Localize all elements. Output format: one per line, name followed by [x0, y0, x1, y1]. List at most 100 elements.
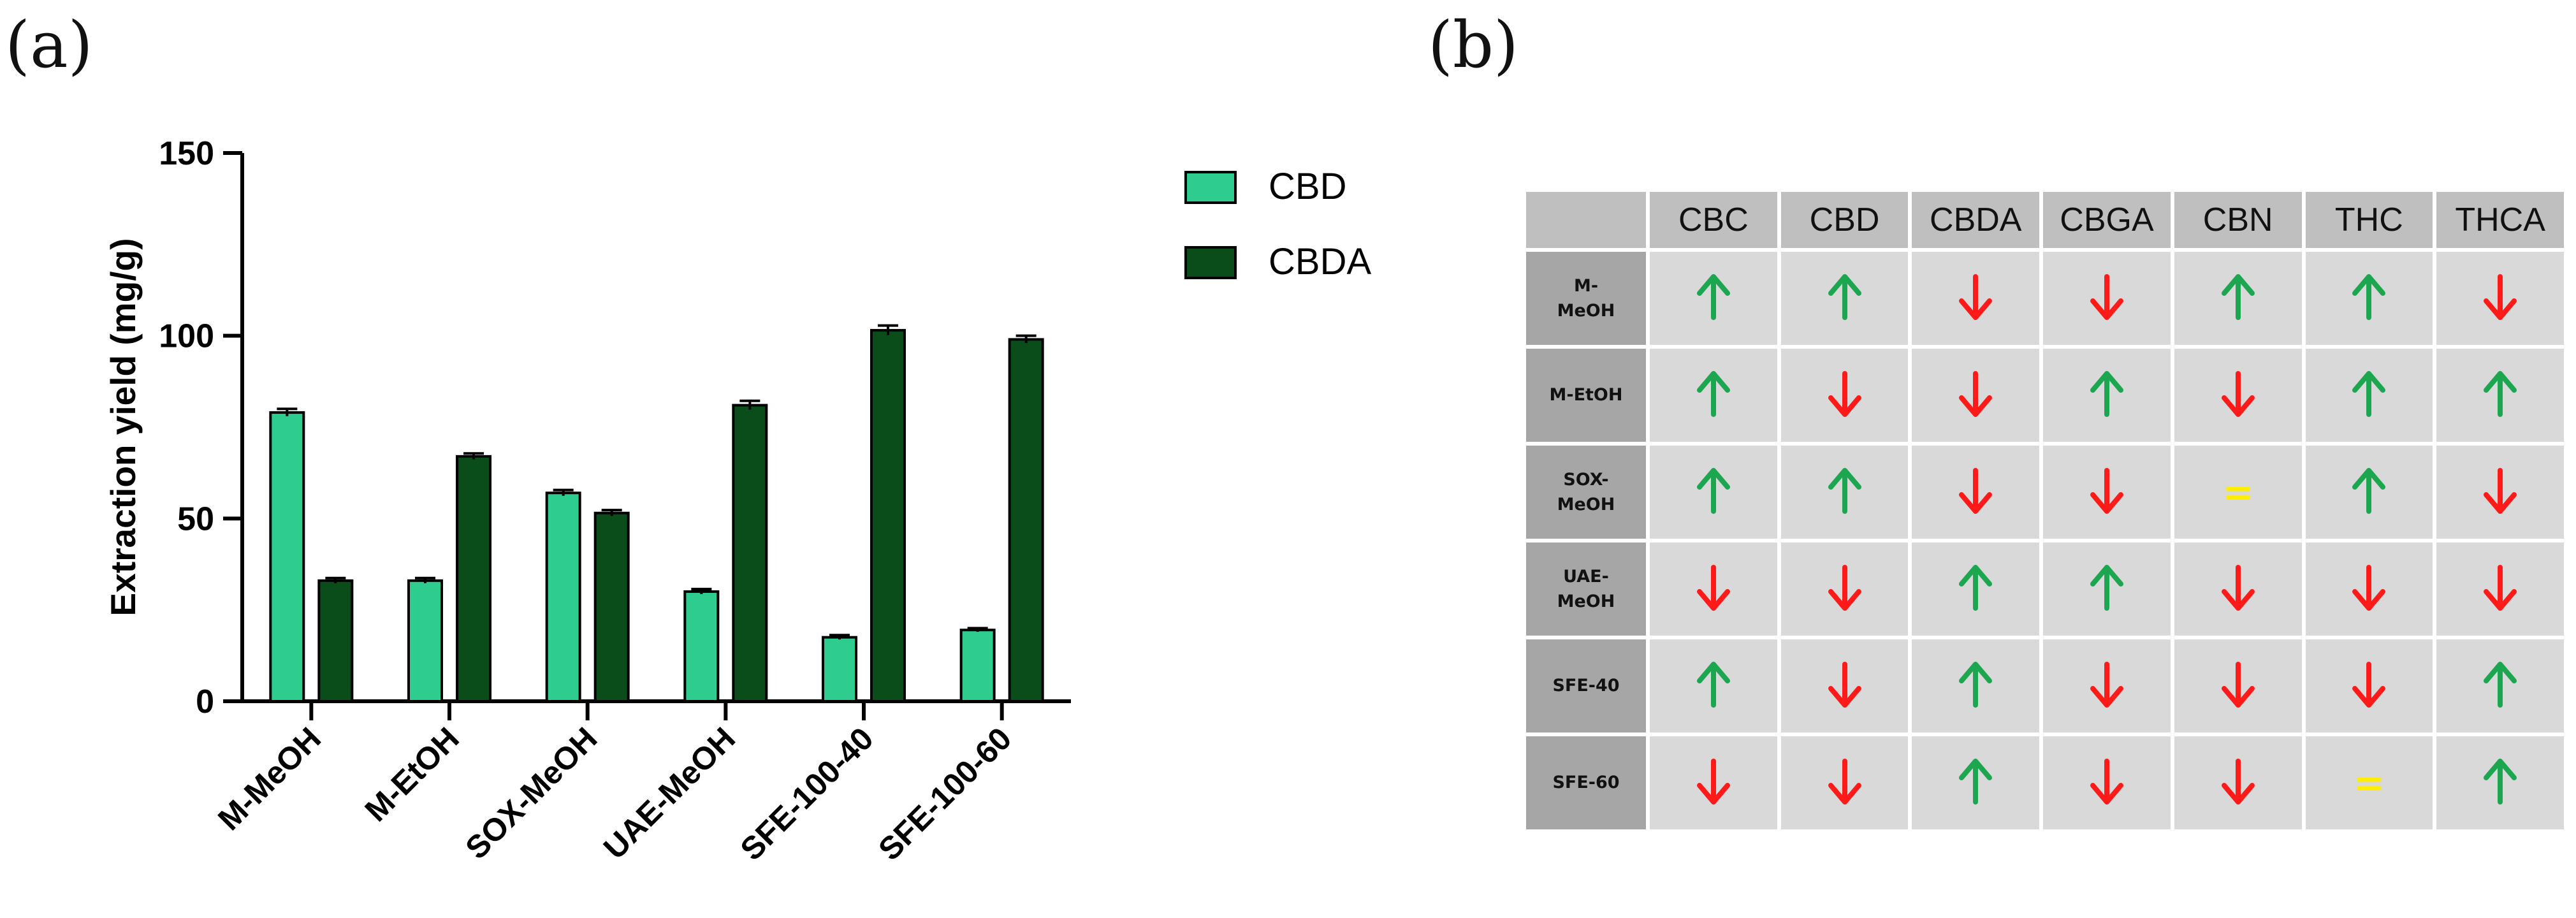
row-header-line: SFE-40	[1552, 676, 1620, 696]
table-cell	[2043, 543, 2171, 636]
y-tick-label: 0	[196, 683, 214, 720]
table-cell	[1780, 736, 1909, 829]
table-cell	[2436, 446, 2564, 539]
bar-cbda	[593, 511, 630, 703]
up-arrow-icon	[2350, 368, 2388, 419]
column-header-cbda: CBDA	[1912, 192, 2040, 248]
table-row: M-MeOH	[1526, 252, 2564, 345]
up-arrow-icon	[2088, 562, 2126, 613]
table-cell	[2436, 349, 2564, 442]
up-arrow-icon	[1694, 465, 1733, 516]
down-arrow-icon	[2219, 368, 2257, 419]
legend-swatch-cbd	[1184, 171, 1237, 204]
x-tick-label: SFE-100-60	[871, 720, 1018, 867]
table-cell	[2305, 543, 2433, 636]
table-cell	[1780, 252, 1909, 345]
table-cell	[2043, 252, 2171, 345]
row-header-line: SOX-	[1563, 469, 1609, 490]
down-arrow-icon	[2088, 465, 2126, 516]
row-header-line: UAE-	[1563, 566, 1609, 586]
row-header: SFE-60	[1526, 736, 1646, 829]
table-cell	[2174, 543, 2302, 636]
bar-cbd	[407, 579, 443, 703]
table-cell	[2043, 736, 2171, 829]
table-cell	[1650, 736, 1777, 829]
down-arrow-icon	[1694, 562, 1733, 613]
table-cell	[1912, 349, 2040, 442]
down-arrow-icon	[2219, 562, 2257, 613]
up-arrow-icon	[2481, 659, 2519, 710]
table-cell	[2436, 639, 2564, 732]
table-cell	[1780, 349, 1909, 442]
down-arrow-icon	[1826, 368, 1864, 419]
table-row: SFE-60=	[1526, 736, 2564, 829]
table-cell	[1650, 446, 1777, 539]
table-cell	[2436, 736, 2564, 829]
table-cell	[2305, 252, 2433, 345]
row-header: M-MeOH	[1526, 252, 1646, 345]
table-cell	[2305, 446, 2433, 539]
table-cell	[1912, 639, 2040, 732]
up-arrow-icon	[2350, 465, 2388, 516]
table-row: SFE-40	[1526, 639, 2564, 732]
row-header: SOX-MeOH	[1526, 446, 1646, 539]
table-cell	[2174, 349, 2302, 442]
y-tick-label: 100	[159, 318, 214, 355]
up-arrow-icon	[2088, 368, 2126, 419]
table-cell	[1650, 349, 1777, 442]
down-arrow-icon	[2350, 659, 2388, 710]
down-arrow-icon	[1956, 465, 1995, 516]
table-cell	[2043, 446, 2171, 539]
y-tick-label: 50	[177, 500, 214, 537]
table-row: SOX-MeOH =	[1526, 446, 2564, 539]
row-header-line: M-EtOH	[1549, 385, 1623, 405]
up-arrow-icon	[1826, 465, 1864, 516]
table-cell	[1912, 446, 2040, 539]
table-cell	[1780, 446, 1909, 539]
bar-cbd	[683, 590, 720, 703]
x-tick-label: UAE-MeOH	[597, 720, 742, 866]
row-header: UAE-MeOH	[1526, 543, 1646, 636]
column-header-thc: THC	[2305, 192, 2433, 248]
y-tick-label: 150	[159, 135, 214, 172]
legend-swatch-cbda	[1184, 246, 1237, 279]
panel-b-label: (b)	[1428, 8, 1519, 82]
table-row: UAE-MeOH	[1526, 543, 2564, 636]
table-cell	[1912, 252, 2040, 345]
down-arrow-icon	[1956, 272, 1995, 323]
table-cell	[2436, 543, 2564, 636]
down-arrow-icon	[2219, 659, 2257, 710]
column-header-cbga: CBGA	[2043, 192, 2171, 248]
down-arrow-icon	[2219, 756, 2257, 807]
down-arrow-icon	[1826, 756, 1864, 807]
up-arrow-icon	[1694, 368, 1733, 419]
down-arrow-icon	[1694, 756, 1733, 807]
table-cell	[2174, 252, 2302, 345]
up-arrow-icon	[1956, 659, 1995, 710]
legend-label-cbd: CBD	[1269, 166, 1346, 207]
bar-cbda	[732, 404, 768, 703]
x-tick-label: M-MeOH	[211, 720, 328, 837]
down-arrow-icon	[2481, 562, 2519, 613]
x-tick-label: SFE-100-40	[734, 720, 880, 867]
table-corner-cell	[1526, 192, 1646, 248]
down-arrow-icon	[2481, 465, 2519, 516]
table-cell	[1912, 736, 2040, 829]
down-arrow-icon	[2088, 272, 2126, 323]
column-header-cbd: CBD	[1780, 192, 1909, 248]
table-cell: =	[2174, 446, 2302, 539]
row-header-line: MeOH	[1557, 301, 1615, 321]
down-arrow-icon	[2350, 562, 2388, 613]
column-header-cbn: CBN	[2174, 192, 2302, 248]
panel-a-label: (a)	[5, 8, 93, 82]
bar-cbda	[870, 329, 906, 703]
table-cell	[1650, 543, 1777, 636]
down-arrow-icon	[1826, 659, 1864, 710]
up-arrow-icon	[1956, 562, 1995, 613]
table-cell	[1780, 543, 1909, 636]
table-cell	[2043, 349, 2171, 442]
row-header: SFE-40	[1526, 639, 1646, 732]
table-cell	[2043, 639, 2171, 732]
